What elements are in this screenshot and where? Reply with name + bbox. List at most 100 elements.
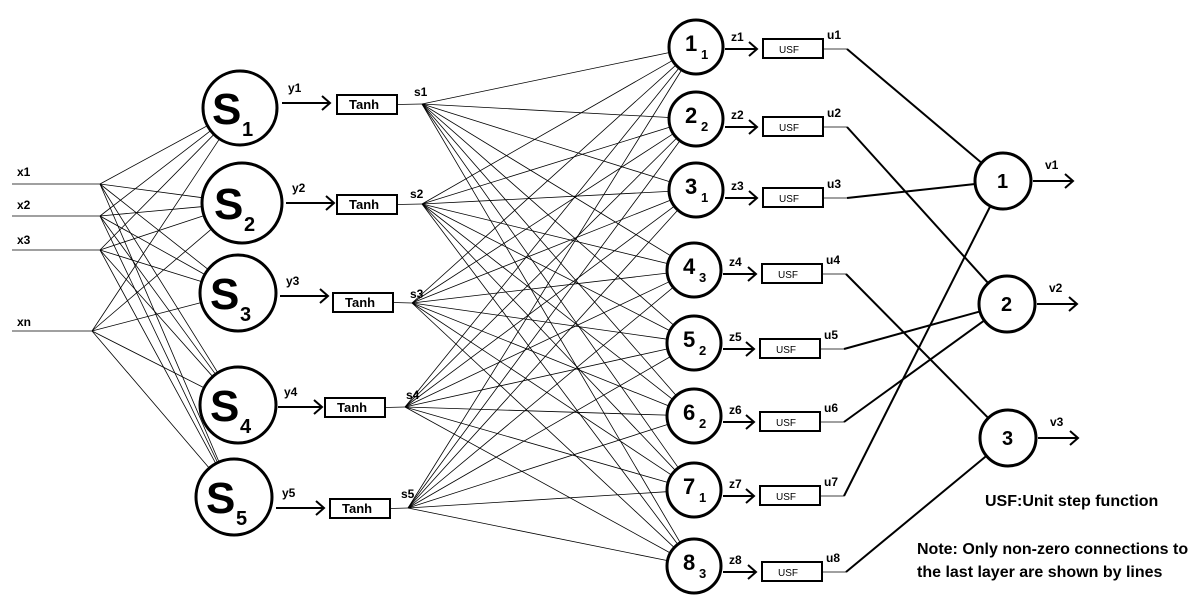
usf-box-8	[761, 561, 823, 582]
node-s3-subscript: 3	[240, 304, 251, 326]
output-label-z1: z1	[731, 30, 744, 44]
s3-to-h7	[411, 302, 672, 476]
node-s5-letter: S	[206, 474, 235, 523]
usf-label-2: USF	[779, 123, 799, 134]
connections	[12, 52, 683, 562]
u4-to-out3	[845, 273, 990, 419]
s1-to-h2	[421, 103, 670, 118]
arrow-z1-head	[748, 41, 759, 57]
input-to-s4	[99, 183, 219, 374]
activation-label-u5: u5	[824, 328, 838, 342]
output-label-v3: v3	[1050, 415, 1064, 429]
output-label-z4: z4	[729, 255, 742, 269]
input-to-s2	[91, 228, 213, 332]
arrow-y2-head	[325, 195, 336, 211]
node-s2-subscript: 2	[244, 214, 255, 236]
input-label-x3: x3	[17, 233, 31, 247]
u5-to-out2	[843, 310, 981, 350]
node-h2-number: 2	[685, 103, 697, 128]
node-h1-number: 1	[685, 31, 697, 56]
s1-to-h8	[421, 103, 681, 543]
tanh-out-3	[392, 302, 413, 304]
usf-legend: USF:Unit step function	[985, 493, 1158, 510]
node-h7-subscript: 1	[699, 490, 706, 505]
usf-box-6	[759, 411, 821, 432]
output-label-z6: z6	[729, 403, 742, 417]
arrow-v3-head	[1069, 430, 1080, 446]
s2-to-h8	[421, 203, 679, 545]
output-node-2	[977, 274, 1037, 334]
output-label-y3: y3	[286, 274, 300, 288]
output-label-v1: v1	[1045, 158, 1059, 172]
tanh-label-4: Tanh	[337, 400, 367, 415]
usf-box-1	[762, 38, 824, 59]
input-to-s4	[99, 215, 217, 376]
s4-to-h4	[404, 281, 670, 408]
output-label-y2: y2	[292, 181, 306, 195]
output-label-z8: z8	[729, 553, 742, 567]
node-h3	[667, 161, 725, 219]
activation-label-s4: s4	[406, 388, 420, 402]
s2-to-h2	[421, 126, 671, 205]
s5-to-h1	[407, 69, 683, 509]
activation-label-s2: s2	[410, 187, 424, 201]
tanh-label-1: Tanh	[349, 97, 379, 112]
output-node-1	[973, 151, 1033, 211]
arrow-v2-head	[1068, 296, 1079, 312]
node-h2	[667, 90, 725, 148]
node-h5-subscript: 2	[699, 343, 706, 358]
node-h8-subscript: 3	[699, 566, 706, 581]
s5-to-h5	[407, 356, 671, 509]
usf-label-5: USF	[776, 345, 796, 356]
s3-to-h8	[411, 302, 675, 548]
legend: USF:Unit step function Note: Only non-ze…	[917, 493, 1188, 581]
tanh-out-5	[389, 507, 409, 509]
activation-label-u3: u3	[827, 177, 841, 191]
s4-to-h6	[404, 406, 668, 416]
usf-label-3: USF	[779, 194, 799, 205]
node-s3	[198, 253, 278, 333]
node-h6	[665, 387, 723, 445]
node-h1-subscript: 1	[701, 47, 708, 62]
arrow-z8-head	[747, 564, 758, 580]
s4-to-h2	[404, 137, 678, 408]
usf-label-1: USF	[779, 45, 799, 56]
node-h3-subscript: 1	[701, 190, 708, 205]
u7-to-out1	[843, 205, 992, 497]
activation-label-u2: u2	[827, 106, 841, 120]
input-to-s5	[99, 183, 220, 463]
s3-to-h3	[411, 199, 672, 304]
usf-label-8: USF	[778, 568, 798, 579]
node-s4	[198, 365, 278, 445]
input-label-xn: xn	[17, 315, 31, 329]
node-h1	[667, 18, 725, 76]
tanh-out-1	[396, 103, 423, 105]
activation-label-s1: s1	[414, 85, 428, 99]
s1-to-h3	[421, 103, 671, 183]
note-line-1: Note: Only non-zero connections to	[917, 541, 1188, 558]
usf-box-5	[759, 338, 821, 359]
arrow-y4-head	[313, 399, 324, 415]
tanh-label-2: Tanh	[349, 197, 379, 212]
node-h7	[665, 461, 723, 519]
u8-to-out3	[845, 455, 988, 573]
usf-legend-definition: :Unit step function	[1017, 493, 1158, 510]
activation-label-u7: u7	[824, 475, 838, 489]
s3-to-h1	[411, 64, 677, 304]
input-to-s2	[99, 183, 204, 199]
note-line-2: the last layer are shown by lines	[917, 564, 1163, 581]
s5-to-h3	[407, 209, 679, 509]
node-s1	[201, 69, 279, 147]
node-s3-letter: S	[210, 270, 239, 319]
input-to-s1	[99, 133, 215, 251]
s4-to-h7	[404, 406, 669, 483]
arrow-v1-head	[1064, 173, 1075, 189]
input-to-s3	[99, 183, 210, 271]
tanh-out-2	[396, 203, 423, 205]
tanh-label-5: Tanh	[342, 501, 372, 516]
input-to-s1	[99, 129, 212, 217]
activation-label-u8: u8	[826, 551, 840, 565]
usf-box-7	[759, 485, 821, 506]
arrow-z6-head	[745, 414, 756, 430]
